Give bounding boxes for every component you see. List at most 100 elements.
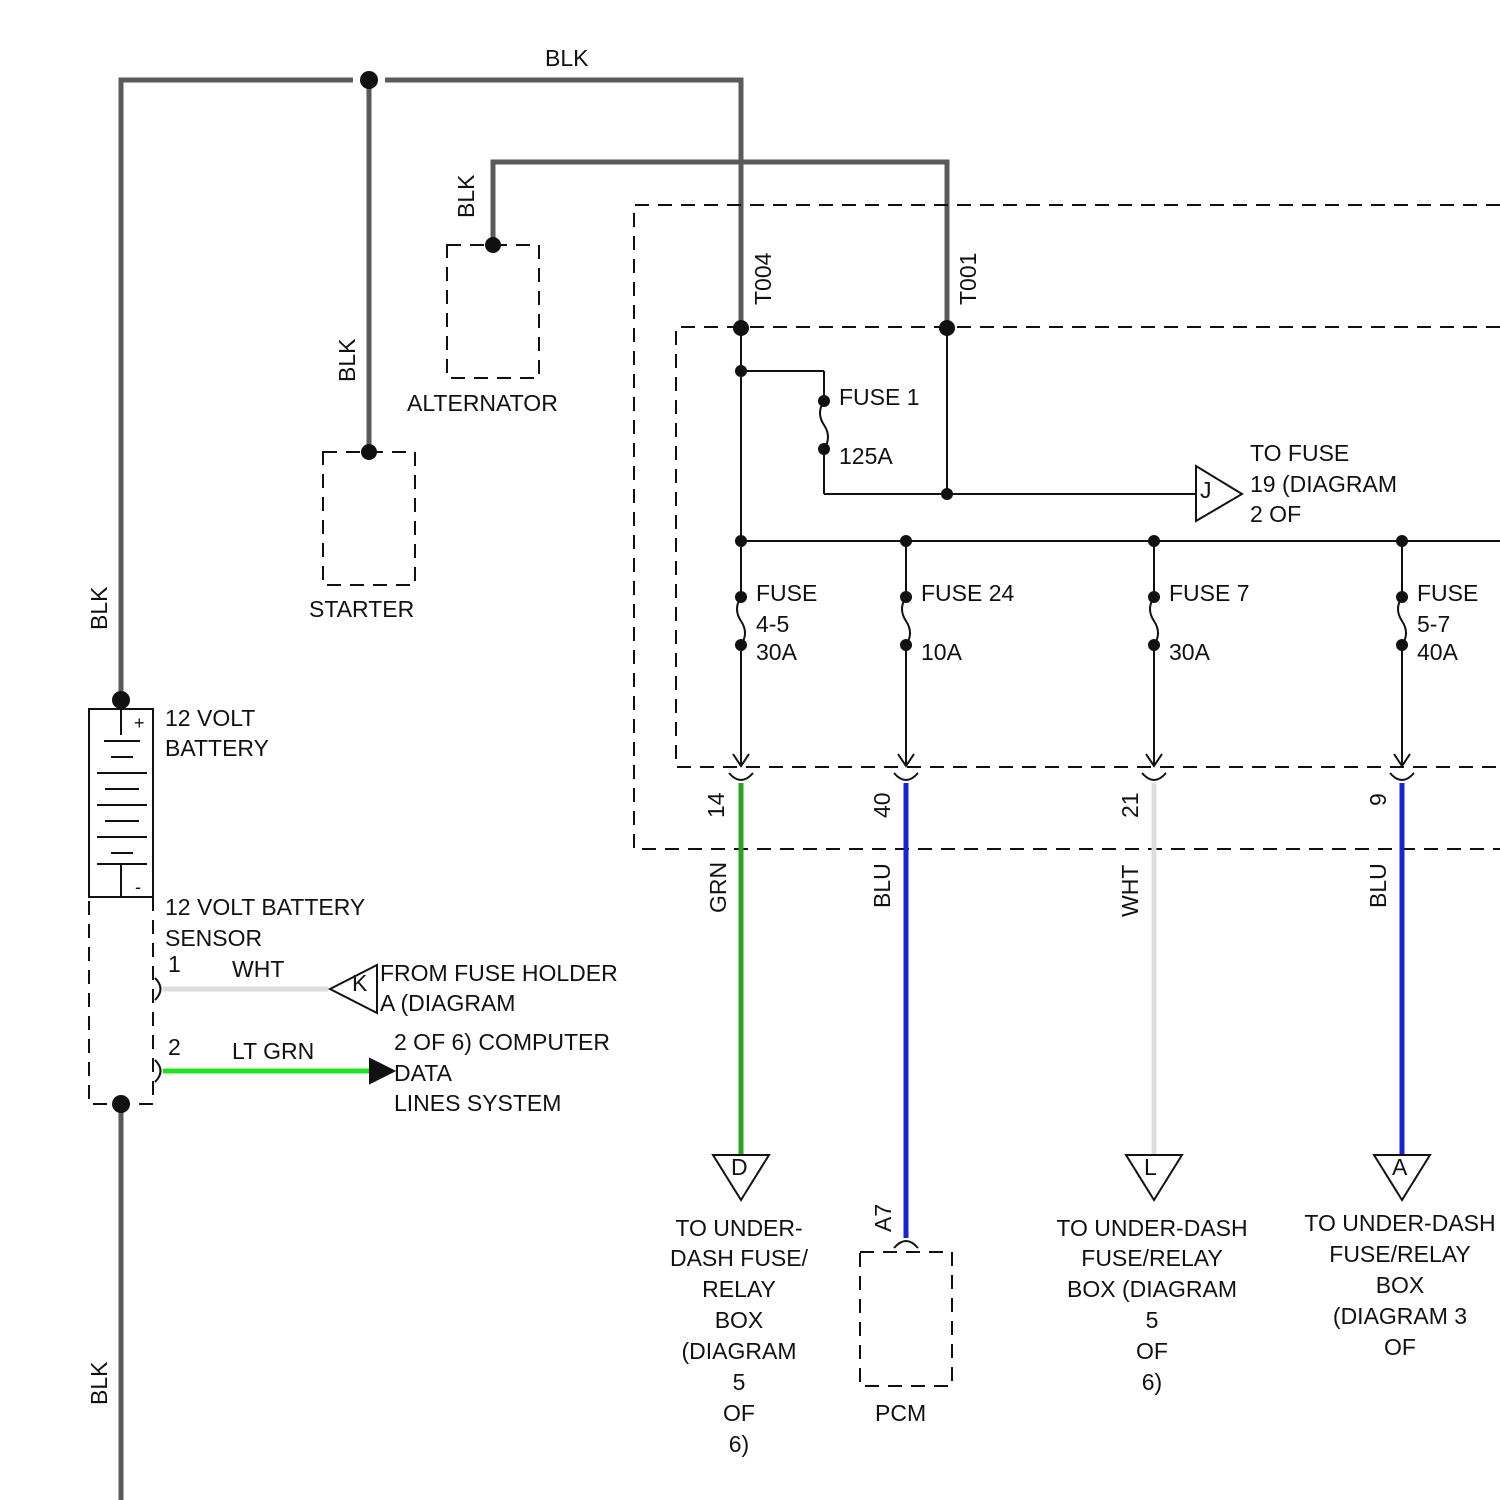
connector-j-text-3: 2 OF bbox=[1250, 501, 1301, 527]
svg-text:BOX: BOX bbox=[1376, 1272, 1425, 1298]
connector-k-text-1: FROM FUSE HOLDER bbox=[380, 960, 618, 986]
starter-label: STARTER bbox=[309, 596, 414, 622]
junction-dot-bus-1 bbox=[735, 535, 747, 547]
sensor-wht-label: WHT bbox=[232, 956, 284, 982]
data-lines-arrow bbox=[370, 1059, 394, 1083]
svg-text:OF: OF bbox=[1384, 1334, 1416, 1360]
pin-9-label: 9 bbox=[1365, 793, 1391, 806]
terminal-t004-label: T004 bbox=[750, 252, 776, 305]
blk-wire-alternator-to-t001 bbox=[493, 162, 947, 328]
battery-positive-dot bbox=[112, 691, 130, 709]
blk-label-left-lower: BLK bbox=[86, 1361, 112, 1405]
svg-text:BOX (DIAGRAM: BOX (DIAGRAM bbox=[1067, 1276, 1237, 1302]
svg-text:TO UNDER-DASH: TO UNDER-DASH bbox=[1304, 1210, 1495, 1236]
sensor-pin-2-connector bbox=[155, 1060, 161, 1082]
svg-text:6): 6) bbox=[1142, 1369, 1162, 1395]
fuse-24-symbol bbox=[900, 591, 912, 651]
pin-40-label: 40 bbox=[869, 792, 895, 818]
connector-j-letter: J bbox=[1200, 477, 1212, 503]
battery-label-line-1: 12 VOLT bbox=[165, 705, 255, 731]
fuse-5-7-name-1: FUSE bbox=[1417, 580, 1478, 606]
junction-dot-top bbox=[360, 71, 378, 89]
connector-d-text: TO UNDER- DASH FUSE/ RELAY BOX (DIAGRAM … bbox=[670, 1215, 809, 1457]
svg-text:RELAY: RELAY bbox=[702, 1276, 776, 1302]
battery-minus-sign: - bbox=[135, 877, 141, 897]
sensor-label-line-2: SENSOR bbox=[165, 925, 262, 951]
alternator-box bbox=[447, 245, 539, 378]
svg-text:DASH FUSE/: DASH FUSE/ bbox=[670, 1245, 809, 1271]
svg-text:FUSE/RELAY: FUSE/RELAY bbox=[1081, 1245, 1222, 1271]
connector-k-text-2: A (DIAGRAM bbox=[380, 990, 515, 1016]
grn-wire-label: GRN bbox=[705, 862, 731, 913]
fuse-7-rating: 30A bbox=[1169, 639, 1211, 665]
starter-box bbox=[323, 452, 415, 585]
blk-label-starter: BLK bbox=[334, 338, 360, 382]
fuse-24-rating: 10A bbox=[921, 639, 963, 665]
underhood-fuse-box-inner bbox=[676, 327, 1500, 767]
fuse-4-5-symbol bbox=[735, 591, 747, 651]
fuse-4-5-name-2: 4-5 bbox=[756, 611, 789, 637]
blu-wire-label-1: BLU bbox=[869, 863, 895, 908]
svg-text:FUSE/RELAY: FUSE/RELAY bbox=[1329, 1241, 1470, 1267]
data-lines-text-2: DATA bbox=[394, 1060, 453, 1086]
connector-j-text-2: 19 (DIAGRAM bbox=[1250, 471, 1397, 497]
pcm-label: PCM bbox=[875, 1400, 926, 1426]
fuse-1-name: FUSE 1 bbox=[839, 384, 920, 410]
pcm-connector-a7 bbox=[894, 1241, 918, 1248]
blu-wire-label-2: BLU bbox=[1365, 863, 1391, 908]
connector-d-letter: D bbox=[731, 1154, 748, 1180]
blk-label-alternator: BLK bbox=[453, 174, 479, 218]
blk-label-top: BLK bbox=[545, 45, 589, 71]
pin-21-label: 21 bbox=[1117, 792, 1143, 818]
battery-plus-sign: + bbox=[134, 713, 145, 733]
svg-text:TO UNDER-DASH: TO UNDER-DASH bbox=[1056, 1215, 1247, 1241]
svg-text:OF: OF bbox=[723, 1400, 755, 1426]
fuse-5-7-rating: 40A bbox=[1417, 639, 1459, 665]
fuse-1-rating: 125A bbox=[839, 443, 893, 469]
data-lines-text-1: 2 OF 6) COMPUTER bbox=[394, 1029, 610, 1055]
connector-k-letter: K bbox=[352, 970, 368, 996]
data-lines-text-3: LINES SYSTEM bbox=[394, 1090, 561, 1116]
pcm-box bbox=[860, 1252, 952, 1386]
fuse-7-name: FUSE 7 bbox=[1169, 580, 1250, 606]
fuse-24-name: FUSE 24 bbox=[921, 580, 1015, 606]
battery-symbol bbox=[89, 709, 153, 897]
fuse-1-symbol bbox=[818, 395, 830, 455]
blk-label-left-upper: BLK bbox=[86, 586, 112, 630]
svg-text:(DIAGRAM 3: (DIAGRAM 3 bbox=[1333, 1303, 1467, 1329]
terminal-t001-label: T001 bbox=[955, 253, 981, 305]
junction-dot-t001-bus bbox=[941, 488, 953, 500]
svg-text:5: 5 bbox=[733, 1369, 746, 1395]
sensor-label-line-1: 12 VOLT BATTERY bbox=[165, 894, 365, 920]
junction-dot-bus-2 bbox=[900, 535, 912, 547]
alternator-label: ALTERNATOR bbox=[407, 390, 558, 416]
sensor-pin-2-label: 2 bbox=[168, 1034, 181, 1060]
sensor-pin-1-label: 1 bbox=[168, 951, 181, 977]
battery-label-line-2: BATTERY bbox=[165, 735, 269, 761]
battery-sensor-box bbox=[89, 897, 153, 1104]
wht-wire-label: WHT bbox=[1117, 865, 1143, 917]
connector-j-text-1: TO FUSE bbox=[1250, 440, 1349, 466]
fuse-4-5-name-1: FUSE bbox=[756, 580, 817, 606]
junction-dot-bus-3 bbox=[1148, 535, 1160, 547]
sensor-pin-1-connector bbox=[155, 978, 161, 1000]
svg-text:5: 5 bbox=[1146, 1307, 1159, 1333]
blk-wires bbox=[121, 80, 947, 1500]
sensor-ltgrn-label: LT GRN bbox=[232, 1038, 314, 1064]
svg-text:(DIAGRAM: (DIAGRAM bbox=[682, 1338, 797, 1364]
connector-a-letter: A bbox=[1392, 1154, 1408, 1180]
fuse-7-symbol bbox=[1148, 591, 1160, 651]
svg-text:6): 6) bbox=[729, 1431, 749, 1457]
junction-dot-bus-4 bbox=[1396, 535, 1408, 547]
fuse-5-7-symbol bbox=[1396, 591, 1408, 651]
svg-text:TO UNDER-: TO UNDER- bbox=[675, 1215, 802, 1241]
fuse-4-5-rating: 30A bbox=[756, 639, 798, 665]
svg-text:BOX: BOX bbox=[715, 1307, 764, 1333]
pin-a7-label: A7 bbox=[870, 1204, 896, 1232]
connector-l-text: TO UNDER-DASH FUSE/RELAY BOX (DIAGRAM 5 … bbox=[1056, 1215, 1247, 1395]
fuse-5-7-name-2: 5-7 bbox=[1417, 611, 1450, 637]
pin-14-label: 14 bbox=[703, 792, 729, 818]
connector-a-text: TO UNDER-DASH FUSE/RELAY BOX (DIAGRAM 3 … bbox=[1304, 1210, 1495, 1360]
junction-dot-fuse1-branch bbox=[735, 365, 747, 377]
